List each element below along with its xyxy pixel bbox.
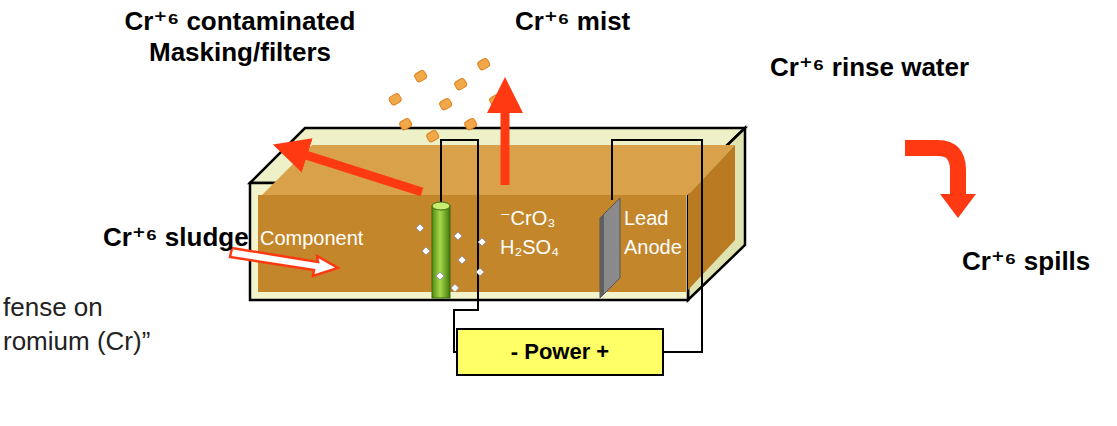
hazard-label: Cr⁺⁶ mist — [515, 6, 715, 37]
sludge-arrow — [230, 248, 338, 276]
anode-wire — [612, 140, 702, 352]
hazard-label: Cr⁺⁶ spills — [962, 246, 1112, 277]
lead-anode-plate — [600, 198, 620, 298]
cut-off-title-text: fense on — [3, 292, 203, 323]
hazard-label: Cr⁺⁶ contaminated Masking/filters — [95, 6, 385, 68]
spills-arrow — [905, 148, 958, 196]
lead-anode-edge — [600, 214, 604, 298]
plating-sparkles — [416, 224, 486, 292]
component-cylinder — [432, 206, 450, 298]
mist-particles — [388, 58, 503, 143]
power-supply-label: - Power + — [511, 339, 609, 365]
part-label: Component — [260, 226, 390, 250]
part-label: Lead Anode — [624, 204, 686, 262]
liquid-surface — [262, 145, 735, 195]
mist-arrow — [501, 95, 510, 185]
spills-arrow-head — [940, 194, 976, 218]
cut-off-title-text: romium (Cr)” — [3, 326, 223, 357]
bath-chemistry-label: ⁻CrO₃ H₂SO₄ — [500, 204, 580, 262]
power-supply-box: - Power + — [456, 328, 664, 376]
masking-arrow — [290, 150, 422, 192]
plating-bath — [258, 195, 686, 292]
tank-front — [250, 183, 688, 300]
liquid-side — [688, 145, 735, 290]
component-top — [432, 202, 450, 210]
hazard-label: Cr⁺⁶ rinse water — [770, 52, 1030, 83]
hazard-label: Cr⁺⁶ sludge — [103, 222, 283, 253]
